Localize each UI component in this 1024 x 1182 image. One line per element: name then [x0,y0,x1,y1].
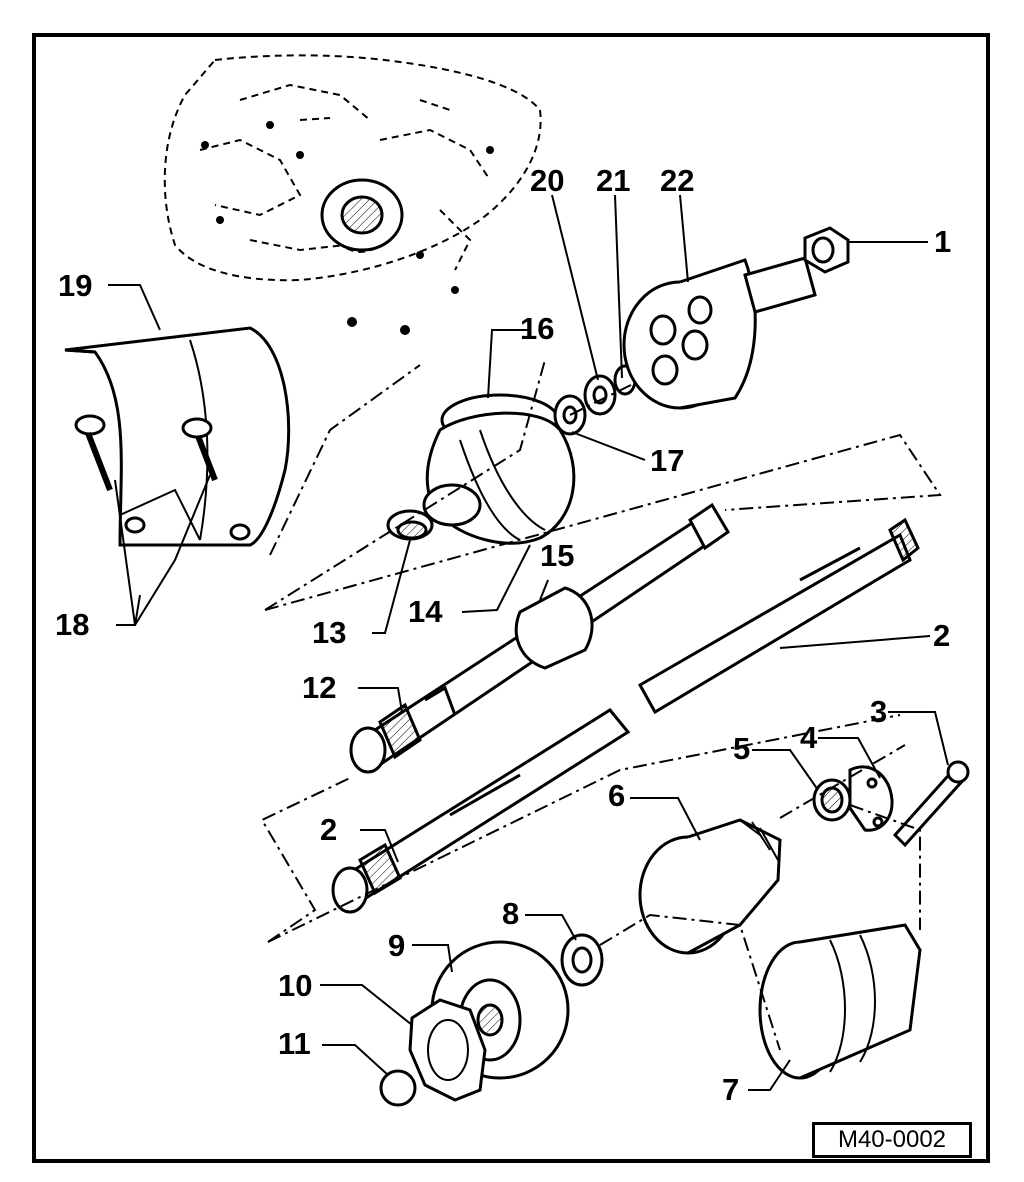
clamp-plate-4 [848,765,894,832]
dished-washer-8 [560,933,604,987]
callout-label: 6 [608,778,626,813]
callout-label: 11 [278,1026,311,1061]
callout-label: 20 [530,163,565,198]
callout-label: 21 [596,163,631,198]
heat-shield [64,326,291,547]
boot-6 [638,818,782,955]
callout-label: 17 [650,443,685,478]
gearbox-bolt-holes [201,121,494,335]
callout-label: 13 [312,615,347,650]
vibration-damper [514,586,594,670]
drive-shaft-left-upper [637,517,920,715]
inner-boot [422,411,576,545]
callout-label: 2 [933,618,951,653]
boot-7 [758,923,922,1080]
callout-label: 16 [520,311,555,346]
heat-shield-bolts [74,414,218,492]
reference-code-label: M40-0002 [812,1122,972,1158]
outer-cv-joint [622,256,817,410]
callout-label: 18 [55,607,90,642]
circlip-11 [379,1069,417,1107]
assembly-guide-lines [260,359,942,1051]
callout-label: 3 [870,694,888,729]
leader-lines [108,194,949,1091]
callout-label: 15 [540,538,575,573]
bolt-3 [892,760,970,848]
callout-label: 1 [934,224,952,259]
callout-label: 7 [722,1072,740,1107]
gearbox-flange [320,178,404,252]
cover-cap-10 [408,998,487,1102]
clamp-ring-5 [812,778,852,822]
callout-label: 2 [320,812,338,847]
callout-label: 14 [408,594,443,629]
callout-label: 5 [733,731,751,766]
callout-label: 19 [58,268,93,303]
callout-label: 12 [302,670,337,705]
diagram-frame [32,33,990,1163]
callout-label: 4 [800,720,818,755]
small-boot-clamp [386,509,434,541]
callout-label: 10 [278,968,313,1003]
callout-label: 8 [502,896,520,931]
callout-label: 22 [660,163,695,198]
callout-label: 9 [388,928,406,963]
hex-nut [803,226,850,274]
